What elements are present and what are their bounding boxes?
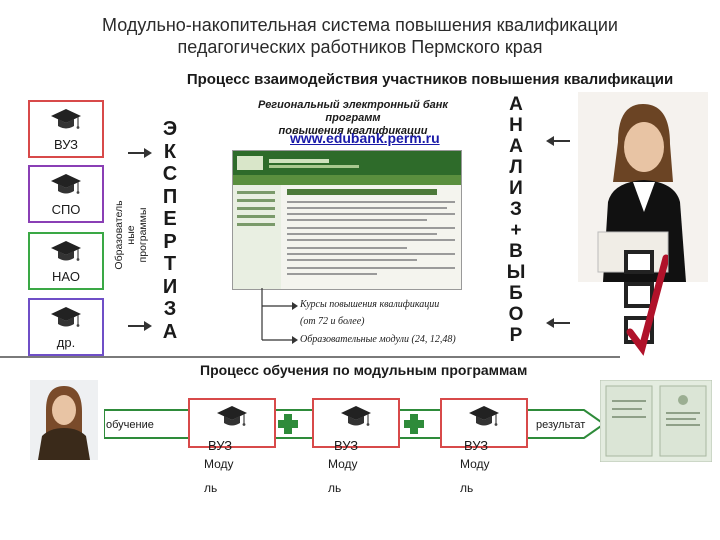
website-screenshot-image	[233, 151, 461, 289]
arrow-icon	[128, 152, 150, 154]
note-courses-hours: (от 72 и более)	[300, 316, 365, 327]
institution-label: СПО	[30, 202, 102, 217]
note-modules: Образовательные модули (24, 12,48)	[300, 334, 456, 345]
result-label: результат	[536, 419, 585, 431]
arrow-icon	[548, 322, 570, 324]
plus-icon	[278, 414, 298, 434]
bank-url-link[interactable]: www.edubank.perm.ru	[290, 130, 440, 146]
educational-programs-label: Образователь ные программы	[113, 180, 163, 290]
institution-label: НАО	[30, 269, 102, 284]
learning-label: обучение	[106, 419, 154, 431]
interaction-subtitle: Процесс взаимодействия участников повыше…	[150, 71, 710, 88]
graduation-cap-icon	[51, 239, 81, 263]
institution-box-other: др.	[28, 298, 104, 356]
title-line-2: педагогических работников Пермского края	[0, 36, 720, 58]
arrow-icon	[548, 140, 570, 142]
graduation-cap-icon	[341, 404, 371, 428]
graduation-cap-icon	[217, 404, 247, 428]
institution-box-nao: НАО	[28, 232, 104, 290]
section-divider	[0, 356, 620, 358]
plus-icon	[404, 414, 424, 434]
slide-title: Модульно-накопительная система повышения…	[0, 14, 720, 58]
graduation-cap-icon	[51, 107, 81, 131]
student-photo	[30, 380, 98, 460]
graduation-cap-icon	[469, 404, 499, 428]
checkmark-icon	[620, 248, 668, 358]
institution-box-spo: СПО	[28, 165, 104, 223]
step-vuz-label: ВУЗ	[334, 438, 358, 453]
institution-box-vuz: ВУЗ	[28, 100, 104, 158]
institution-label: ВУЗ	[30, 137, 102, 152]
note-courses: Курсы повышения квалификации	[300, 299, 439, 310]
graduation-cap-icon	[51, 305, 81, 329]
step-vuz-label: ВУЗ	[464, 438, 488, 453]
institution-label: др.	[30, 335, 102, 350]
website-screenshot	[232, 150, 462, 290]
certificate-image	[600, 380, 712, 462]
learning-process-title: Процесс обучения по модульным программам	[200, 362, 527, 378]
arrow-icon	[128, 325, 150, 327]
step-vuz-label: ВУЗ	[208, 438, 232, 453]
title-line-1: Модульно-накопительная система повышения…	[0, 14, 720, 36]
bracket-lines	[258, 288, 298, 348]
graduation-cap-icon	[51, 172, 81, 196]
